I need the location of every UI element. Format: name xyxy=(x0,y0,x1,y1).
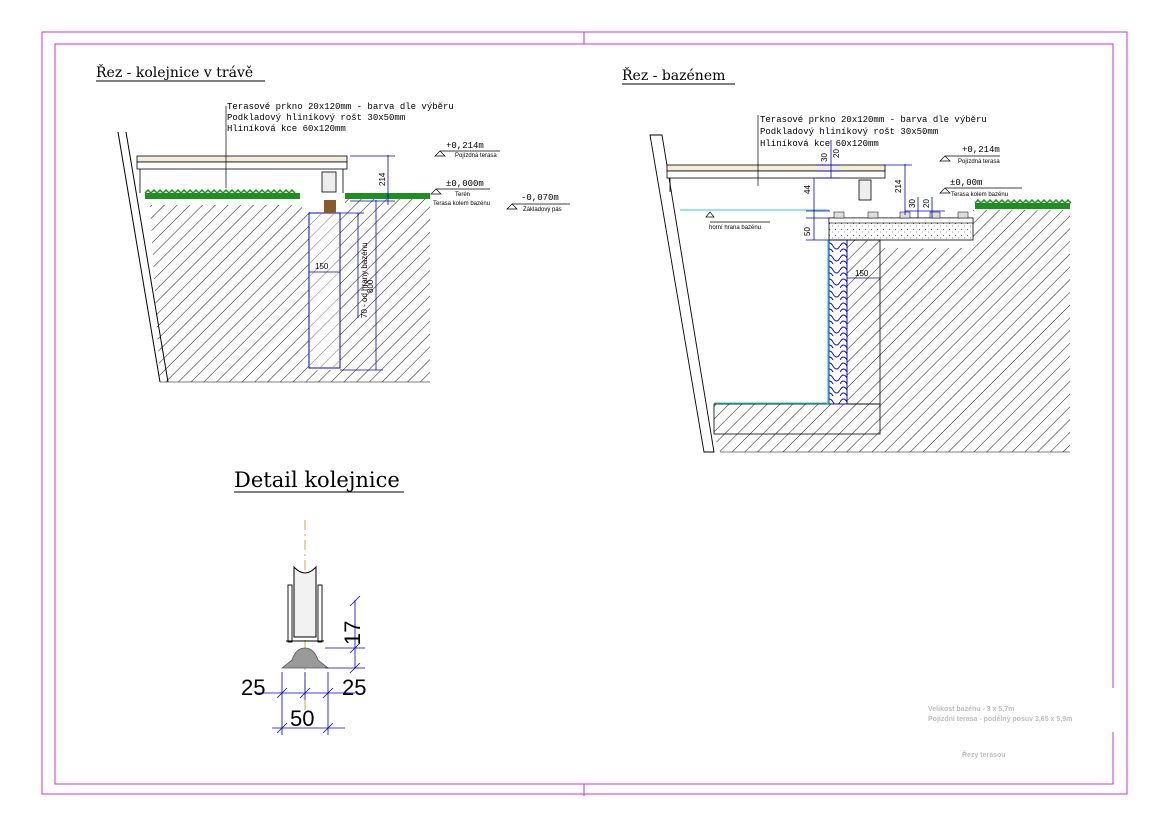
paver xyxy=(833,211,845,219)
level-zero-value: ±0,000m xyxy=(446,179,484,189)
pool-callout-1: Terasové prkno 20x120mm - barva dle výbě… xyxy=(760,115,987,125)
foundation-hatch xyxy=(310,214,339,367)
detail-title: Detail kolejnice xyxy=(234,468,400,492)
detail-dim-25-right: 25 xyxy=(342,675,366,700)
wheel-bracket-right xyxy=(317,584,323,643)
level-low-label: Základový pás xyxy=(523,207,562,213)
paver xyxy=(957,211,969,219)
pool-level-top-label: Pojízdná terasa xyxy=(958,159,1000,165)
pool-coping-slab-top xyxy=(828,217,974,224)
pool-deck-boards xyxy=(666,164,886,172)
callout-3: Hliníková kce 60x120mm xyxy=(227,124,346,134)
title-stamp: Řezy terasou xyxy=(962,750,1006,759)
detail-dim-50: 50 xyxy=(290,706,314,731)
notes-block: Velikost bazénu - 3 x 5,7m Pojízdní tera… xyxy=(928,706,1072,759)
level-zero-label-2: Terasa kolem bazénu xyxy=(433,201,490,207)
pool-dim-20a: 20 xyxy=(832,149,841,158)
callout-1: Terasové prkno 20x120mm - barva dle výbě… xyxy=(227,102,454,112)
dim-vertical-text: 70 - od hrany bazénu xyxy=(360,242,369,318)
detail-dim-25-left: 25 xyxy=(241,675,265,700)
detail-dimension-lines xyxy=(255,595,365,735)
section-pool-title: Řez - bazénem xyxy=(622,66,725,84)
section-grass-title: Řez - kolejnice v trávě xyxy=(96,63,253,81)
level-zero-label-1: Terén xyxy=(455,192,470,198)
pool-rail-wheel xyxy=(858,179,872,201)
wall-edge-line-2 xyxy=(125,131,169,383)
dim-150: 150 xyxy=(315,262,329,271)
sheet-frame xyxy=(41,31,1128,796)
rail-wheel xyxy=(321,171,337,193)
dim-800: 800 xyxy=(366,279,375,293)
level-top-marker: +0,214m Pojízdná terasa xyxy=(434,141,500,159)
dimension-lines xyxy=(309,155,395,371)
rail-profile xyxy=(280,647,330,669)
soil-hatch xyxy=(150,198,430,382)
level-zero-marker: ±0,000m Terén Terasa kolem bazénu xyxy=(430,179,490,207)
pool-dimension-lines xyxy=(806,140,945,279)
pool-dim-214: 214 xyxy=(894,179,903,193)
pool-dim-50: 50 xyxy=(803,227,812,236)
paver xyxy=(929,211,941,219)
level-low-marker: -0,070m Základový pás xyxy=(506,193,570,213)
pool-callout-2: Podkladový hliníkový rošt 30x50mm xyxy=(760,127,938,137)
deck-frame xyxy=(136,161,348,170)
dim-214: 214 xyxy=(378,172,387,186)
rail-wheel-profile xyxy=(293,565,317,638)
pool-edge-marker: horní hrana bazénu xyxy=(705,211,770,231)
level-top-label: Pojízdná terasa xyxy=(455,153,497,159)
pool-grass-blades xyxy=(974,198,1072,205)
rail-detail: Detail kolejnice 17 xyxy=(234,468,404,735)
pool-level-top: +0,214m Pojízdná terasa xyxy=(939,145,1000,165)
paver xyxy=(867,211,879,219)
grass-clear-zone xyxy=(300,193,345,201)
pool-level-zero-value: ±0,00m xyxy=(950,178,982,188)
section-grass: Řez - kolejnice v trávě Terasové prkno 2… xyxy=(96,63,570,383)
pool-dim-30a: 30 xyxy=(820,153,829,162)
grass-blades xyxy=(144,188,296,195)
wall-edge-line xyxy=(117,131,161,383)
level-top-value: +0,214m xyxy=(446,141,484,151)
pool-soil-left xyxy=(649,134,715,453)
pool-grass-strip xyxy=(975,203,1070,209)
grass-strip xyxy=(145,193,430,199)
pool-level-top-value: +0,214m xyxy=(962,145,1000,155)
pool-dim-20b: 20 xyxy=(922,199,931,208)
pool-deck-frame xyxy=(666,170,886,179)
wheel-bracket-left xyxy=(287,584,293,643)
pool-floor-slab xyxy=(713,403,881,435)
pool-wall-insulation xyxy=(828,239,848,405)
section-pool: Řez - bazénem Terasové prkno 20x120mm - xyxy=(622,66,1072,453)
callout-2: Podkladový hliníkový rošt 30x50mm xyxy=(227,113,405,123)
level-low-value: -0,070m xyxy=(521,193,559,203)
pool-dim-44: 44 xyxy=(803,185,812,194)
pool-soil-right xyxy=(714,210,1070,452)
deck-boards xyxy=(136,155,348,163)
pool-callout-3: Hliníková kce 60x120mm xyxy=(760,139,879,149)
pool-wall-concrete xyxy=(846,239,881,405)
note-pool-size: Velikost bazénu - 3 x 5,7m xyxy=(928,706,1014,713)
note-terrace: Pojízdní terasa - podélný posuv 3,65 x 5… xyxy=(928,716,1072,723)
pool-level-zero-label: Terasa kolem bazénu xyxy=(951,192,1008,198)
pool-dim-150: 150 xyxy=(855,269,869,278)
pool-level-zero: ±0,00m Terasa kolem bazénu xyxy=(939,178,1022,198)
pool-dim-30b: 30 xyxy=(908,199,917,208)
pool-edge-label: horní hrana bazénu xyxy=(709,225,761,231)
rail-base xyxy=(324,200,336,213)
notes-mask xyxy=(1108,688,1118,732)
detail-dim-17: 17 xyxy=(340,621,365,645)
